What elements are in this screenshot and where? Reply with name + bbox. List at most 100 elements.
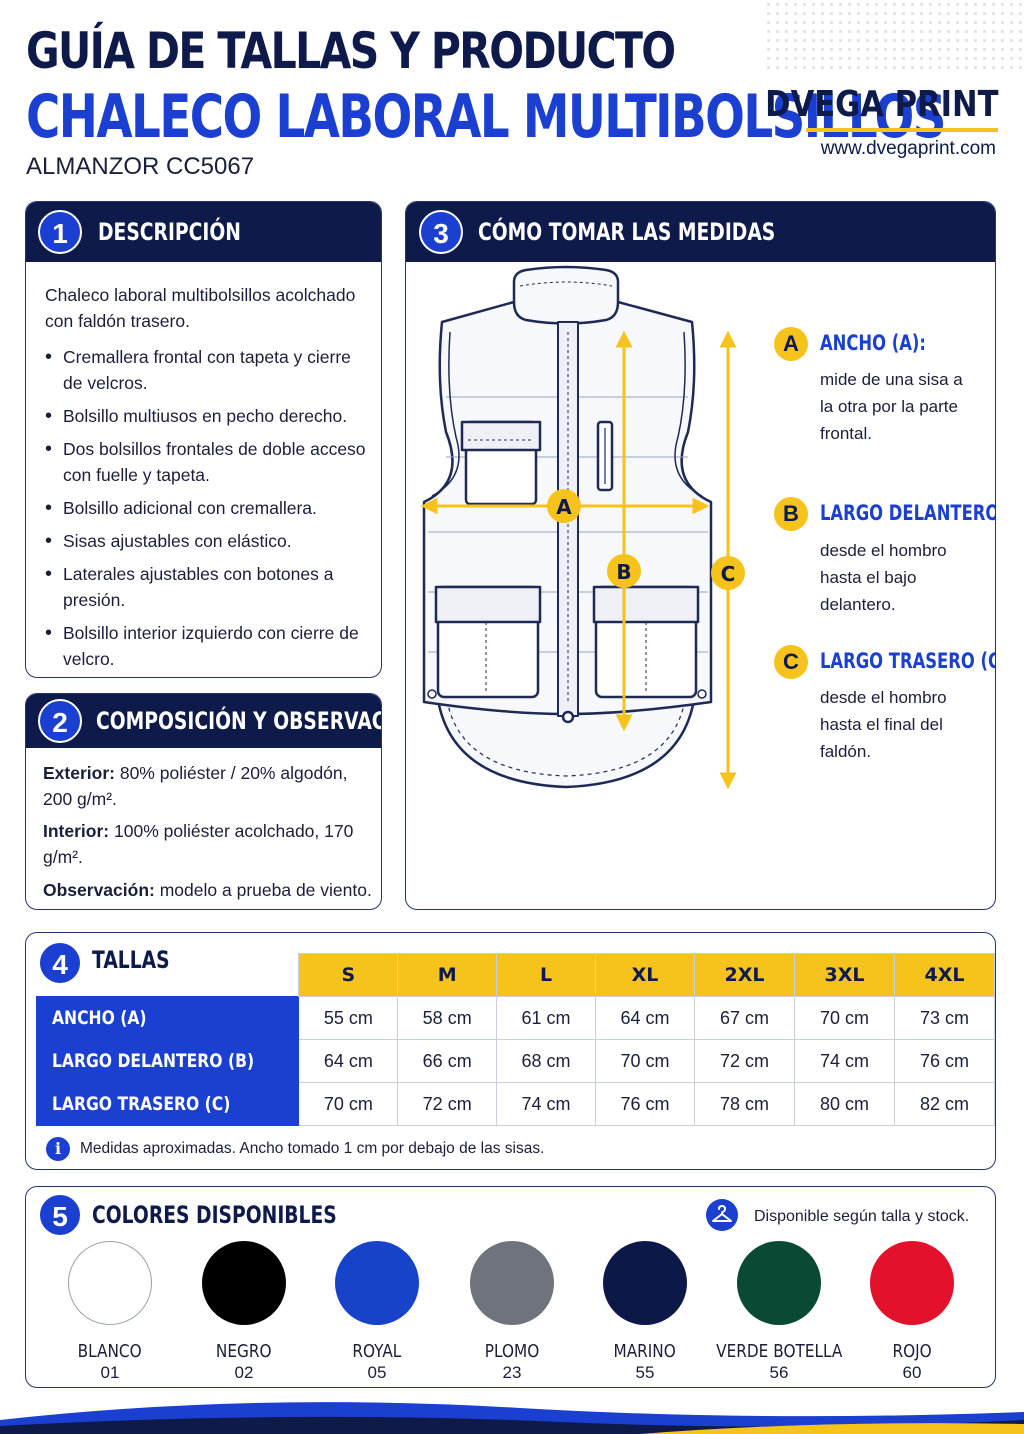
legend-text-b: desde el hombro hasta el bajo delantero. — [820, 541, 947, 614]
composition-panel: 2 COMPOSICIÓN Y OBSERVACIONES Exterior: … — [25, 693, 382, 910]
row-label-ancho: ANCHO (A) — [35, 996, 300, 1040]
interior-label: Interior: — [43, 821, 110, 841]
description-panel: 1 DESCRIPCIÓN Chaleco laboral multibolsi… — [25, 201, 382, 678]
list-item: Bolsillo interior izquierdo con cierre d… — [45, 620, 375, 672]
swatch-name: NEGRO — [216, 1341, 272, 1362]
list-item: Sisas ajustables con elástico. — [45, 528, 375, 554]
sizes-panel: 4 TALLAS S M L XL 2XL 3XL 4XL ANCHO (A) … — [25, 932, 996, 1170]
sizes-note: Medidas aproximadas. Ancho tomado 1 cm p… — [80, 1140, 545, 1157]
size-header-row: S M L XL 2XL 3XL 4XL — [37, 953, 995, 997]
table-row: LARGO TRASERO (C) 70 cm 72 cm 74 cm 76 c… — [35, 1082, 995, 1126]
measure-title: CÓMO TOMAR LAS MEDIDAS — [478, 218, 776, 246]
size-col-m: M — [397, 953, 498, 997]
color-swatch-verde-botella: VERDE BOTELLA 56 — [704, 1241, 854, 1383]
marker-letter-b: B — [616, 560, 631, 584]
decorative-wave — [0, 1402, 1024, 1434]
swatch-circle — [202, 1241, 286, 1325]
table-row: ANCHO (A) 55 cm 58 cm 61 cm 64 cm 67 cm … — [35, 996, 995, 1040]
table-cell: 58 cm — [397, 996, 498, 1040]
observation-label: Observación: — [43, 880, 155, 900]
swatch-name: BLANCO — [77, 1341, 143, 1362]
swatch-name: ROYAL — [352, 1341, 402, 1362]
swatch-code: 23 — [502, 1363, 522, 1382]
section-number-3: 3 — [419, 210, 463, 254]
table-cell: 70 cm — [793, 996, 895, 1040]
row-label-text: ANCHO (A) — [52, 1007, 147, 1029]
color-swatch-plomo: PLOMO 23 — [437, 1241, 587, 1383]
availability-note: Disponible según talla y stock. — [754, 1208, 970, 1225]
exterior-label: Exterior: — [43, 763, 115, 783]
legend-badge-c: C — [774, 645, 808, 679]
legend-badge-b: B — [774, 497, 808, 531]
swatch-circle — [470, 1241, 554, 1325]
composition-exterior: Exterior: 80% poliéster / 20% algodón, 2… — [43, 760, 373, 812]
legend-badge-a: A — [774, 327, 808, 361]
table-cell: 55 cm — [298, 996, 399, 1040]
table-cell: 70 cm — [594, 1039, 695, 1083]
measure-marker-c: C — [711, 556, 745, 590]
swatch-name: MARINO — [613, 1341, 677, 1362]
legend-title-c: LARGO TRASERO (C): — [820, 649, 996, 673]
swatch-circle — [870, 1241, 954, 1325]
marker-letter-c: C — [721, 562, 736, 586]
swatch-code: 01 — [100, 1363, 120, 1382]
legend-title-b: LARGO DELANTERO (B): — [820, 501, 996, 525]
row-label-text: LARGO TRASERO (C) — [52, 1093, 231, 1115]
section-number-5: 5 — [38, 1193, 82, 1237]
swatch-code: 56 — [769, 1363, 789, 1382]
size-col-2xl: 2XL — [693, 953, 795, 997]
marker-letter-a: A — [556, 495, 572, 519]
section-number-4: 4 — [38, 941, 82, 985]
description-title: DESCRIPCIÓN — [98, 218, 241, 246]
decorative-dot-pattern — [764, 0, 1024, 70]
product-reference: ALMANZOR CC5067 — [26, 153, 255, 180]
row-label-largo-trasero: LARGO TRASERO (C) — [35, 1082, 300, 1126]
color-swatch-royal: ROYAL 05 — [302, 1241, 452, 1383]
legend-text-a: mide de una sisa a la otra por la parte … — [820, 370, 963, 443]
composition-title: COMPOSICIÓN Y OBSERVACIONES — [96, 707, 381, 735]
brand-underline — [806, 128, 998, 132]
size-col-s: S — [298, 953, 399, 997]
table-cell: 82 cm — [893, 1082, 995, 1126]
table-cell: 76 cm — [594, 1082, 695, 1126]
color-swatch-marino: MARINO 55 — [570, 1241, 720, 1383]
list-item: Bolsillo adicional con cremallera. — [45, 495, 375, 521]
size-col-4xl: 4XL — [893, 953, 995, 997]
sizes-title: TALLAS — [92, 946, 170, 974]
color-swatch-blanco: BLANCO 01 — [35, 1241, 185, 1383]
swatch-circle — [335, 1241, 419, 1325]
exterior-value: 80% poliéster / 20% algodón, 200 g/m². — [43, 763, 348, 809]
page-title: GUÍA DE TALLAS Y PRODUCTO — [26, 22, 676, 80]
color-swatch-rojo: ROJO 60 — [837, 1241, 987, 1383]
swatch-name: ROJO — [892, 1341, 932, 1362]
size-col-l: L — [496, 953, 596, 997]
composition-observation: Observación: modelo a prueba de viento. — [43, 877, 373, 903]
size-table: S M L XL 2XL 3XL 4XL ANCHO (A) 55 cm 58 … — [35, 953, 995, 1126]
list-item: Laterales ajustables con botones a presi… — [45, 561, 375, 613]
row-label-largo-delantero: LARGO DELANTERO (B) — [35, 1039, 300, 1083]
measure-header: 3 CÓMO TOMAR LAS MEDIDAS — [406, 202, 995, 262]
feature-list: Cremallera frontal con tapeta y cierre d… — [45, 344, 375, 677]
table-cell: 78 cm — [693, 1082, 795, 1126]
table-cell: 66 cm — [397, 1039, 498, 1083]
section-number-1: 1 — [38, 210, 82, 254]
legend-title-a: ANCHO (A): — [820, 331, 926, 355]
brand-logo: DVEGA PRINT — [764, 84, 998, 125]
table-cell: 76 cm — [893, 1039, 995, 1083]
table-cell: 64 cm — [298, 1039, 399, 1083]
measure-panel: 3 CÓMO TOMAR LAS MEDIDAS — [405, 201, 996, 910]
size-col-xl: XL — [594, 953, 695, 997]
measure-marker-a: A — [547, 489, 581, 523]
table-row: LARGO DELANTERO (B) 64 cm 66 cm 68 cm 70… — [35, 1039, 995, 1083]
swatch-code: 60 — [902, 1363, 922, 1382]
info-icon: i — [46, 1137, 70, 1161]
list-item: Bolsillo multiusos en pecho derecho. — [45, 403, 375, 429]
table-corner — [37, 954, 299, 997]
swatch-circle — [737, 1241, 821, 1325]
table-cell: 67 cm — [693, 996, 795, 1040]
observation-value: modelo a prueba de viento. — [159, 880, 372, 900]
legend-text-c: desde el hombro hasta el final del faldó… — [820, 688, 947, 761]
list-item: Cremallera frontal con tapeta y cierre d… — [45, 344, 375, 396]
color-swatch-negro: NEGRO 02 — [169, 1241, 319, 1383]
product-title: CHALECO LABORAL MULTIBOLSILLOS — [26, 82, 946, 152]
